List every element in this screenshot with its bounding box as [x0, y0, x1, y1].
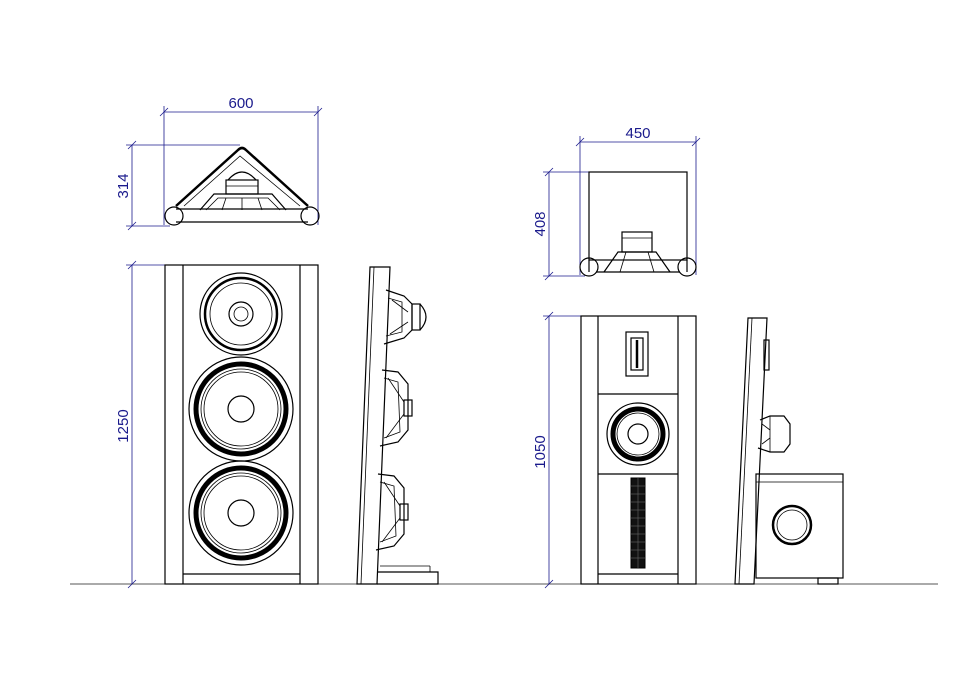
main-top-depth-label: 314	[115, 173, 132, 198]
subwoofer-box	[755, 473, 844, 585]
small-top-depth-label: 408	[532, 211, 549, 236]
side-woofer-upper	[379, 369, 413, 447]
side-small-midrange	[757, 415, 791, 453]
foot-left	[579, 257, 599, 277]
front-midrange-driver	[199, 272, 283, 356]
main-front-height-label: 1250	[115, 409, 132, 442]
main-speaker-front-view: 1250	[115, 260, 319, 589]
ribbon-tweeter	[625, 331, 649, 377]
main-top-width-label: 600	[228, 95, 253, 112]
main-speaker-side-view	[356, 266, 439, 585]
small-speaker-side-view	[734, 317, 844, 585]
front-woofer-lower	[188, 460, 294, 566]
front-woofer-upper	[188, 356, 294, 462]
small-front-height-label: 1050	[532, 435, 549, 468]
small-speaker-top-view: 450 408	[532, 125, 701, 281]
main-speaker-top-view: 600 314	[115, 95, 323, 231]
side-midrange-driver	[383, 289, 427, 345]
foot-right	[300, 206, 320, 226]
foot-right	[677, 257, 697, 277]
small-midrange-driver	[606, 402, 670, 466]
side-woofer-lower	[375, 473, 409, 551]
small-speaker-front-view: 1050	[532, 311, 697, 589]
foot-left	[164, 206, 184, 226]
small-top-width-label: 450	[625, 125, 650, 142]
